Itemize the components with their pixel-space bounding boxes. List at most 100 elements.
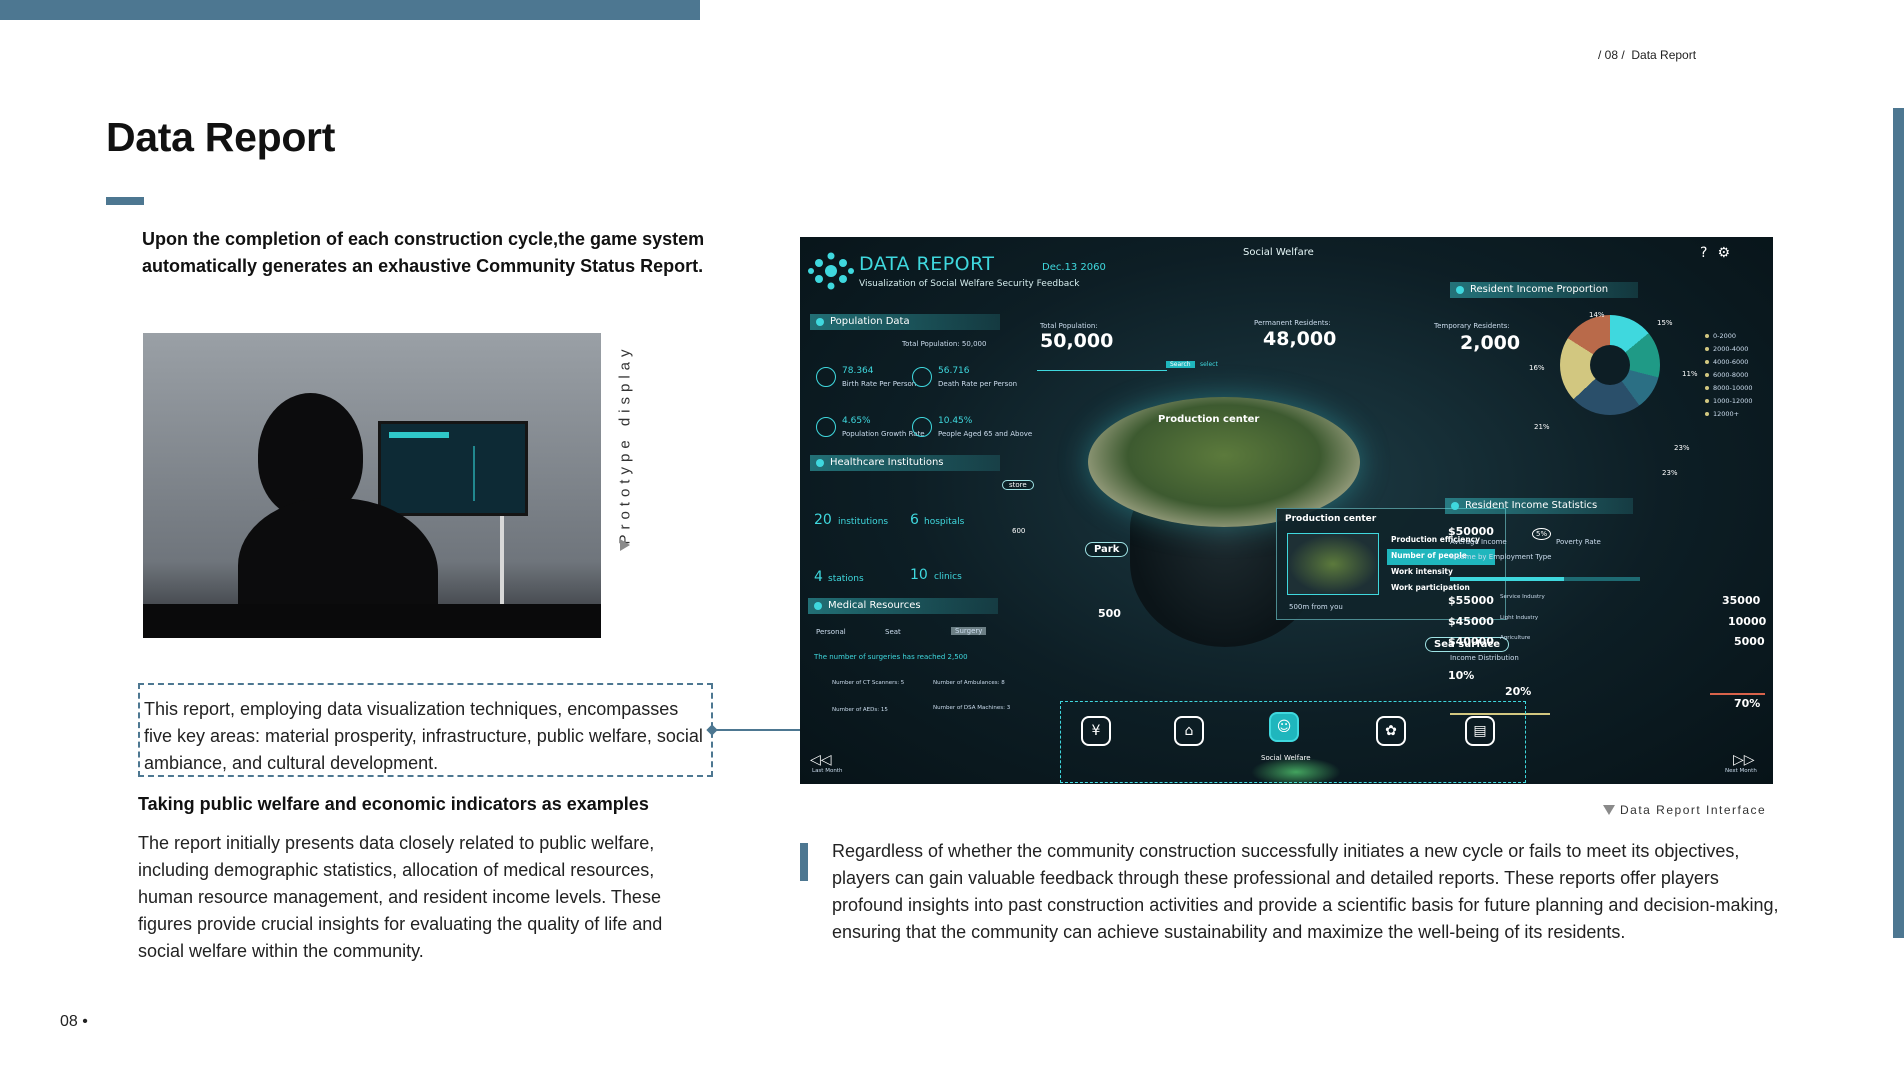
income-proportion-head: Resident Income Proportion	[1450, 282, 1638, 298]
popup-item-participation[interactable]: Work participation	[1391, 583, 1470, 592]
legend-3: 4000-6000	[1705, 358, 1748, 366]
income-by-type: Income by Employment Type	[1450, 553, 1552, 561]
dist-bar-low	[1450, 713, 1550, 715]
popup-distance-note: 500m from you	[1289, 603, 1343, 611]
callout-box: This report, employing data visualizatio…	[138, 683, 713, 777]
popup-list: Production efficiency Number of people W…	[1387, 533, 1495, 597]
dashboard-top-icons: ?⚙	[1700, 245, 1740, 261]
medical-panel-head: Medical Resources	[808, 598, 998, 614]
dashboard-image: DATA REPORT Dec.13 2060 Visualization of…	[800, 237, 1773, 784]
healthcare-panel-head: Healthcare Institutions	[810, 455, 1000, 471]
paragraph-accent	[800, 843, 808, 881]
gear-icon: ⚙	[1717, 245, 1740, 261]
income-pct-2: 15%	[1657, 319, 1673, 327]
nav-home-icon[interactable]: ⌂	[1174, 716, 1204, 746]
prototype-display-label: Prototype display	[615, 340, 637, 552]
income-donut-chart	[1560, 315, 1660, 415]
popup-thumbnail	[1287, 533, 1379, 595]
map-search-input[interactable]	[1037, 359, 1167, 371]
income-stats-head: Resident Income Statistics	[1445, 498, 1633, 514]
legend-5: 8000-10000	[1705, 384, 1753, 392]
nav-social-welfare-icon[interactable]: ☺	[1269, 712, 1299, 742]
sea-surface-tag[interactable]: Sea surface	[1425, 637, 1510, 652]
temp-label: Temporary Residents:	[1434, 322, 1510, 330]
dashboard-title: DATA REPORT	[859, 253, 995, 275]
growth-rate-icon	[816, 417, 836, 437]
right-accent-bar	[1893, 108, 1904, 938]
popup-item-people[interactable]: Number of people	[1387, 549, 1495, 565]
production-popup: Production center Production efficiency …	[1276, 508, 1506, 620]
park-tag[interactable]: Park	[1085, 542, 1129, 557]
triangle-right-icon	[620, 539, 630, 551]
perm-label: Permanent Residents:	[1254, 319, 1331, 327]
medical-item-1: Number of CT Scanners: 5	[832, 680, 905, 686]
aged-label: People Aged 65 and Above	[938, 430, 1033, 438]
medical-tab-personal[interactable]: Personal	[816, 628, 846, 636]
title-underline	[106, 197, 144, 205]
map-select-dropdown[interactable]: select	[1200, 361, 1218, 368]
income-row-3-right: 5000	[1734, 635, 1765, 648]
healthcare-num-3: 4	[814, 569, 823, 585]
income-row-2-sector: Light Industry	[1500, 615, 1539, 621]
avg-income-value: $50000	[1448, 525, 1494, 538]
growth-rate-label: Population Growth Rate	[842, 430, 925, 438]
income-distribution-label: Income Distribution	[1450, 654, 1519, 662]
population-total-label: Total Population: 50,000	[902, 340, 987, 348]
prototype-photo	[143, 333, 601, 638]
next-month-label[interactable]: Next Month	[1725, 768, 1757, 774]
poverty-value: 5%	[1532, 528, 1552, 540]
popup-item-intensity[interactable]: Work intensity	[1391, 567, 1453, 576]
birth-rate-icon	[816, 367, 836, 387]
income-row-3-sector: Agriculture	[1500, 635, 1531, 641]
nav-active-label: Social Welfare	[1261, 754, 1311, 762]
legend-6: 1000-12000	[1705, 397, 1753, 405]
legend-1: 0-2000	[1705, 332, 1736, 340]
nav-book-icon[interactable]: ▤	[1465, 716, 1495, 746]
nav-glow	[1251, 757, 1341, 784]
healthcare-num-1: 20	[814, 512, 832, 528]
callout-text: This report, employing data visualizatio…	[144, 699, 703, 773]
last-month-icon[interactable]: ◁◁	[810, 752, 832, 768]
death-rate-label: Death Rate per Person	[938, 380, 1018, 388]
birth-rate-value: 78.364	[842, 366, 874, 376]
death-rate-value: 56.716	[938, 366, 970, 376]
logo-icon	[808, 252, 854, 290]
dashboard-subtitle: Visualization of Social Welfare Security…	[859, 279, 1080, 289]
dist-low: 10%	[1448, 669, 1475, 682]
legend-7: 12000+	[1705, 410, 1739, 418]
healthcare-num-4: 10	[910, 567, 928, 583]
intro-text: Upon the completion of each construction…	[142, 229, 705, 276]
store-tag[interactable]: store	[1002, 480, 1034, 490]
surgery-count: The number of surgeries has reached 2,50…	[814, 653, 968, 661]
medical-tab-surgery[interactable]: Surgery	[951, 627, 987, 635]
popup-title: Production center	[1285, 514, 1377, 524]
nav-finance-icon[interactable]: ¥	[1081, 716, 1111, 746]
income-pct-7: 23%	[1662, 469, 1678, 477]
map-search-button[interactable]: Search	[1166, 361, 1195, 368]
nav-culture-icon[interactable]: ✿	[1376, 716, 1406, 746]
total-pop-value: 50,000	[1040, 330, 1114, 352]
bottom-nav-bar: ¥ ⌂ ☺ Social Welfare ✿ ▤	[1060, 701, 1526, 784]
medical-tab-seat[interactable]: Seat	[885, 628, 901, 636]
healthcare-label-3: stations	[828, 574, 864, 584]
popup-item-efficiency[interactable]: Production efficiency	[1391, 535, 1480, 544]
growth-rate-value: 4.65%	[842, 416, 871, 426]
next-month-icon[interactable]: ▷▷	[1733, 752, 1755, 768]
monitor-screen	[378, 421, 528, 516]
monitor-stand	[500, 516, 504, 611]
production-center-tag[interactable]: Production center	[1158, 414, 1260, 425]
floor	[143, 604, 601, 638]
perm-value: 48,000	[1263, 328, 1337, 350]
income-row-1-sector: Service Industry	[1500, 594, 1545, 600]
healthcare-num-2: 6	[910, 512, 919, 528]
medical-item-2: Number of Ambulances: 8	[933, 680, 1005, 686]
dist-bar-high	[1710, 693, 1765, 695]
last-month-label[interactable]: Last Month	[812, 768, 843, 774]
avg-income-label: Average Income	[1450, 538, 1507, 546]
prototype-display-text: Prototype display	[616, 344, 634, 545]
healthcare-label-2: hospitals	[924, 517, 965, 527]
birth-rate-label: Birth Rate Per Person	[842, 380, 917, 388]
total-pop-label: Total Population:	[1040, 322, 1098, 330]
triangle-down-icon	[1603, 805, 1615, 815]
income-row-1-right: 35000	[1722, 594, 1761, 607]
